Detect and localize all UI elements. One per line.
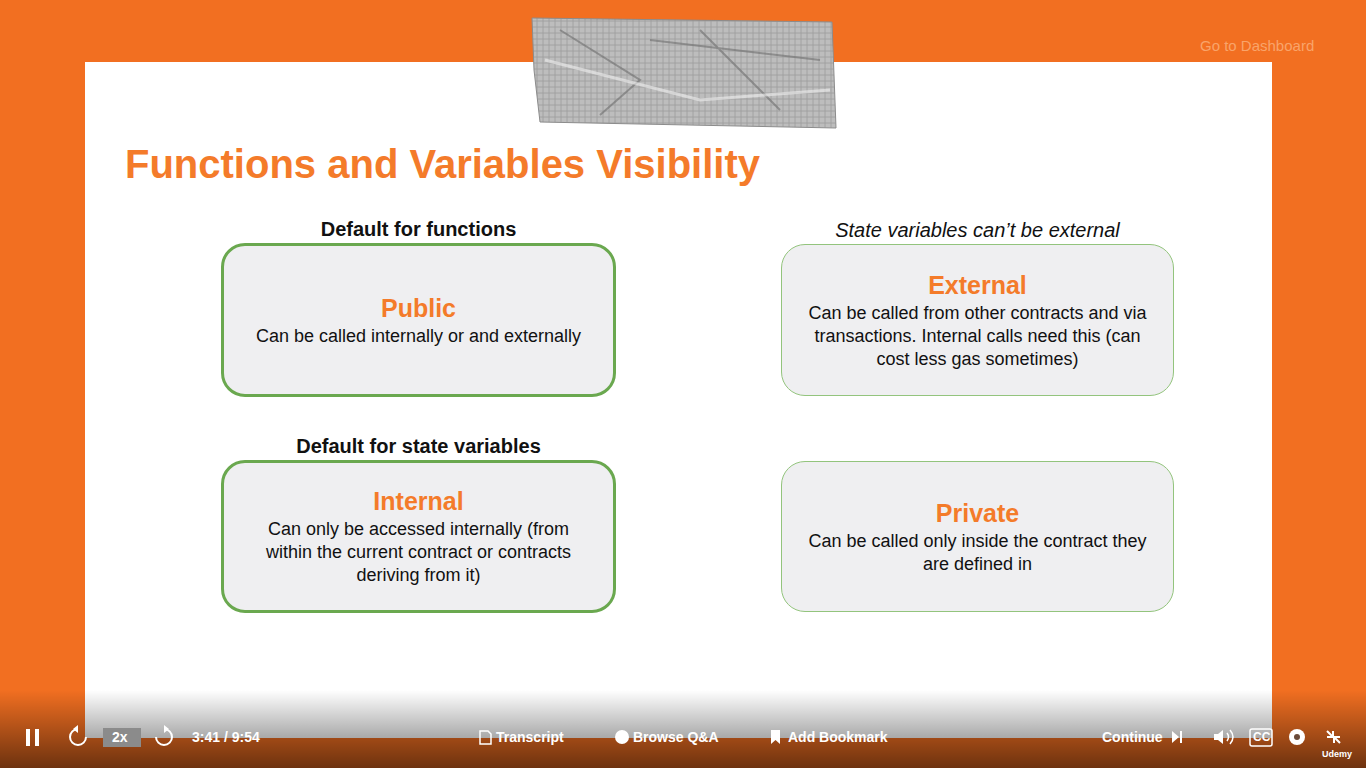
box-title: External <box>928 270 1027 300</box>
box-description: Can be called internally or and external… <box>256 325 581 348</box>
qa-button: Browse Q&A <box>633 729 719 745</box>
continue-button: Continue <box>1102 729 1163 745</box>
bookmark-button: Add Bookmark <box>788 729 888 745</box>
transcript-button: Transcript <box>496 729 564 745</box>
time-display: 3:41 / 9:54 <box>192 729 260 745</box>
visibility-box: InternalCan only be accessed internally … <box>221 460 616 613</box>
box-title: Public <box>381 293 456 323</box>
visibility-node: Default for state variablesInternalCan o… <box>221 434 616 613</box>
box-description: Can only be accessed internally (from wi… <box>244 518 593 587</box>
visibility-node: PrivateCan be called only inside the con… <box>781 461 1174 612</box>
dashboard-link: Go to Dashboard <box>1200 37 1314 54</box>
box-title: Private <box>936 498 1019 528</box>
visibility-box: PrivateCan be called only inside the con… <box>781 461 1174 612</box>
slide-title: Functions and Variables Visibility <box>125 142 760 187</box>
default-heading: Default for functions <box>221 217 616 241</box>
brand-mark: Udemy <box>1322 749 1352 759</box>
box-description: Can be called from other contracts and v… <box>802 302 1153 371</box>
default-heading: State variables can’t be external <box>781 218 1174 242</box>
visibility-node: Default for functionsPublicCan be called… <box>221 217 616 397</box>
captions-button: CC <box>1253 730 1270 744</box>
default-heading: Default for state variables <box>221 434 616 458</box>
visibility-box: PublicCan be called internally or and ex… <box>221 243 616 397</box>
speed-button: 2x <box>112 729 128 745</box>
box-title: Internal <box>373 486 463 516</box>
visibility-box: ExternalCan be called from other contrac… <box>781 244 1174 396</box>
visibility-node: State variables can’t be externalExterna… <box>781 218 1174 396</box>
box-description: Can be called only inside the contract t… <box>802 530 1153 576</box>
tape <box>532 18 836 128</box>
